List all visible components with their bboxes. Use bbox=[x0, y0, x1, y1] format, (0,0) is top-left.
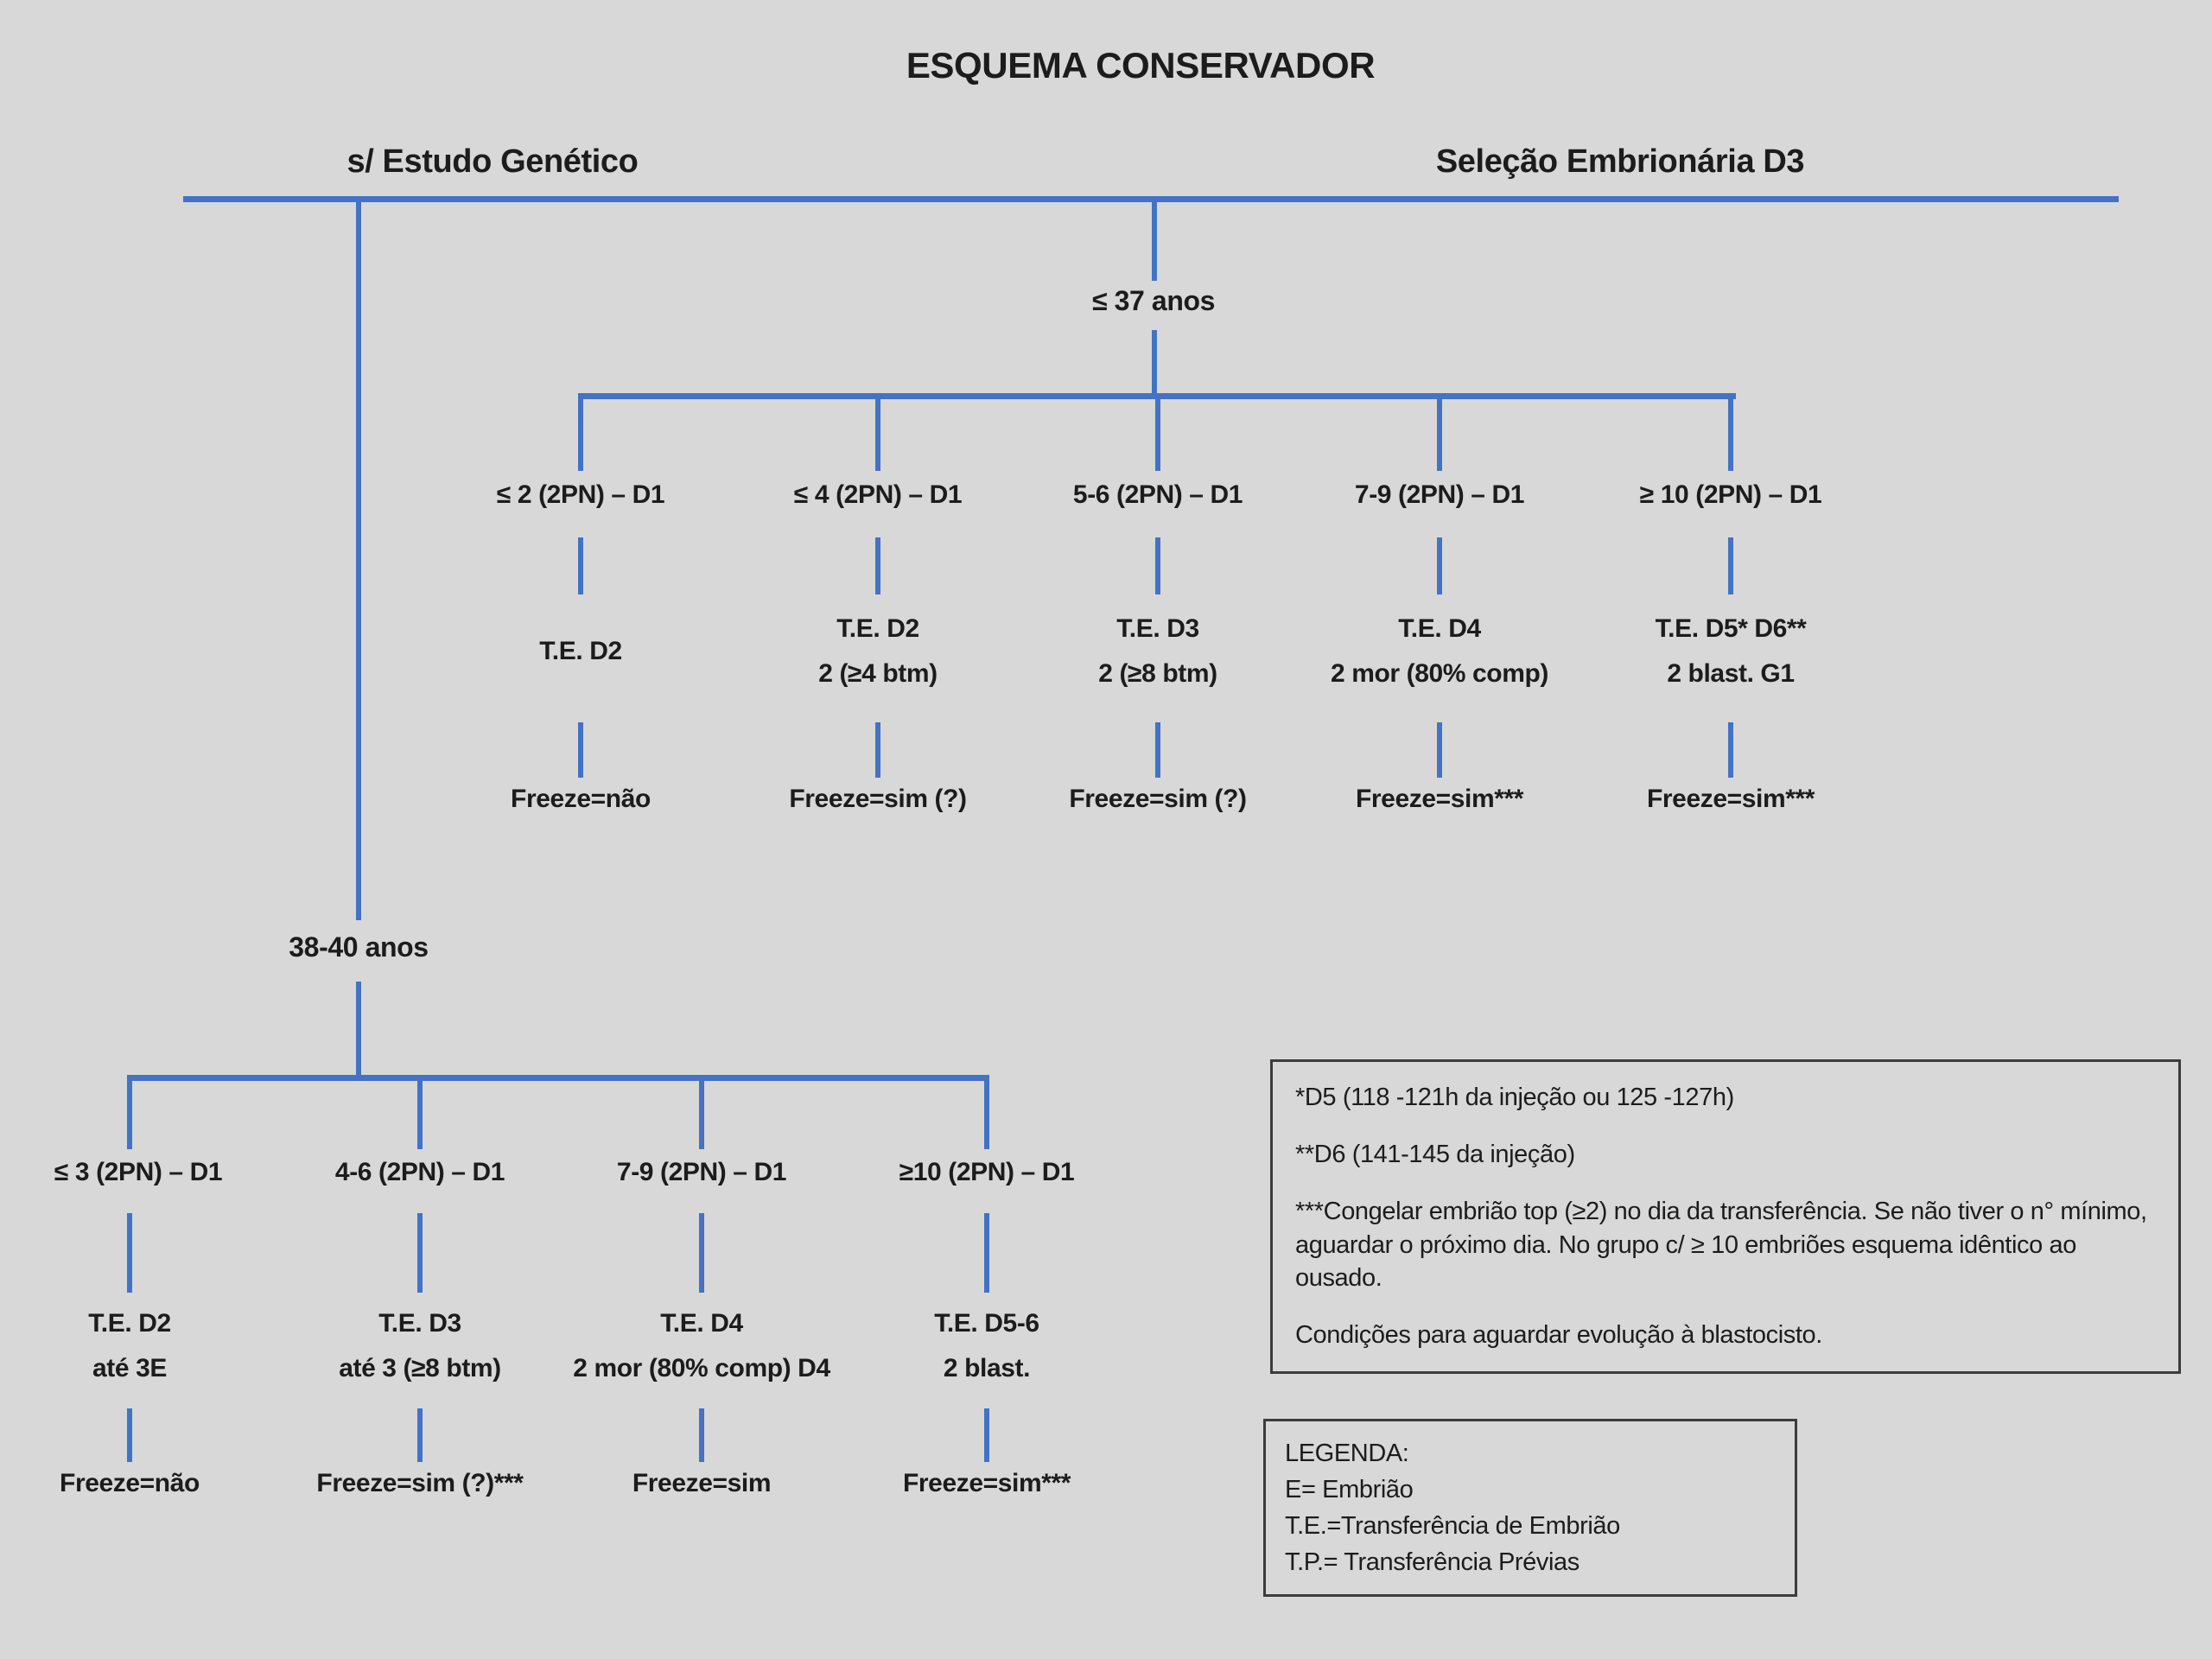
te-line1: T.E. D2 bbox=[539, 637, 622, 665]
te-line1: T.E. D3 bbox=[378, 1309, 461, 1338]
te-line2: 2 blast. G1 bbox=[1667, 659, 1795, 688]
freeze-label: Freeze=sim (?) bbox=[789, 785, 967, 813]
tree-line bbox=[875, 537, 880, 594]
te-node: T.E. D2 bbox=[382, 603, 779, 700]
freeze-label: Freeze=sim bbox=[632, 1469, 772, 1497]
tree-line bbox=[1728, 393, 1733, 471]
branch-label: 7-9 (2PN) – D1 bbox=[1354, 480, 1525, 509]
branch-label: ≥10 (2PN) – D1 bbox=[899, 1158, 1075, 1186]
left-branch-stem-lower bbox=[356, 982, 361, 1078]
mid-branch-stem bbox=[1152, 196, 1157, 281]
tree-line bbox=[1728, 722, 1733, 778]
tree-line bbox=[578, 722, 583, 778]
te-line2: até 3E bbox=[92, 1354, 167, 1382]
tree-line bbox=[1155, 537, 1160, 594]
tree-line bbox=[1155, 393, 1160, 471]
tree-line bbox=[417, 1213, 423, 1293]
te-node: T.E. D3 até 3 (≥8 btm) bbox=[221, 1298, 619, 1395]
te-line1: T.E. D2 bbox=[88, 1309, 171, 1338]
branch-label: ≤ 4 (2PN) – D1 bbox=[793, 480, 963, 509]
te-line2: 2 mor (80% comp) bbox=[1331, 659, 1548, 688]
te-line2: 2 (≥8 btm) bbox=[1098, 659, 1217, 688]
branch-label: ≤ 3 (2PN) – D1 bbox=[54, 1158, 223, 1186]
tree-line bbox=[417, 1408, 423, 1462]
tree-line bbox=[984, 1075, 989, 1149]
te-line1: T.E. D4 bbox=[1398, 614, 1481, 643]
branch-label: ≥ 10 (2PN) – D1 bbox=[1639, 480, 1822, 509]
tree-line bbox=[984, 1408, 989, 1462]
te-node: T.E. D2 2 (≥4 btm) bbox=[679, 603, 1077, 700]
note-freeze-rule: ***Congelar embrião top (≥2) no dia da t… bbox=[1295, 1197, 2147, 1293]
te-node: T.E. D5-6 2 blast. bbox=[788, 1298, 1185, 1395]
tree-line bbox=[578, 393, 583, 471]
te-line2: até 3 (≥8 btm) bbox=[339, 1354, 501, 1382]
freeze-label: Freeze=sim (?) bbox=[1069, 785, 1247, 813]
note-d5: *D5 (118 -121h da injeção ou 125 -127h) bbox=[1295, 1084, 1734, 1111]
te-line2: 2 blast. bbox=[943, 1354, 1031, 1382]
te-line1: T.E. D4 bbox=[660, 1309, 743, 1338]
note-d6: **D6 (141-145 da injeção) bbox=[1295, 1140, 1575, 1168]
tree-line bbox=[699, 1408, 704, 1462]
tree-line bbox=[875, 722, 880, 778]
tree-line bbox=[1437, 722, 1442, 778]
mid-branch-stem-lower bbox=[1152, 330, 1157, 397]
tree-line bbox=[699, 1075, 704, 1149]
te-line2: 2 mor (80% comp) D4 bbox=[573, 1354, 830, 1382]
tree-line bbox=[984, 1213, 989, 1293]
legend-item-tp: T.P.= Transferência Prévias bbox=[1285, 1548, 1580, 1577]
te-node: T.E. D5* D6** 2 blast. G1 bbox=[1532, 603, 1929, 700]
tree-line bbox=[578, 537, 583, 594]
lower-connector-line bbox=[127, 1075, 989, 1081]
freeze-label: Freeze=sim*** bbox=[1355, 785, 1524, 813]
age-label-under-37: ≤ 37 anos bbox=[1091, 285, 1216, 316]
te-line1: T.E. D5* D6** bbox=[1655, 614, 1807, 643]
freeze-label: Freeze=sim*** bbox=[902, 1469, 1071, 1497]
branch-label: 5-6 (2PN) – D1 bbox=[1072, 480, 1243, 509]
te-line1: T.E. D3 bbox=[1116, 614, 1199, 643]
tree-line bbox=[1437, 537, 1442, 594]
header-left-branch: s/ Estudo Genético bbox=[346, 143, 639, 180]
te-node: T.E. D3 2 (≥8 btm) bbox=[959, 603, 1357, 700]
legend-box: LEGENDA: E= Embrião T.E.=Transferência d… bbox=[1263, 1419, 1797, 1598]
tree-line bbox=[127, 1408, 132, 1462]
branch-label: 4-6 (2PN) – D1 bbox=[334, 1158, 505, 1186]
freeze-label: Freeze=não bbox=[511, 785, 651, 813]
branch-label: ≤ 2 (2PN) – D1 bbox=[496, 480, 665, 509]
note-conditions: Condições para aguardar evolução à blast… bbox=[1295, 1321, 1822, 1350]
tree-line bbox=[1728, 537, 1733, 594]
notes-box: *D5 (118 -121h da injeção ou 125 -127h) … bbox=[1270, 1059, 2181, 1375]
tree-line bbox=[699, 1213, 704, 1293]
freeze-label: Freeze=sim (?)*** bbox=[316, 1469, 524, 1497]
te-node: T.E. D2 até 3E bbox=[0, 1298, 328, 1395]
legend-item-te: T.E.=Transferência de Embrião bbox=[1285, 1512, 1620, 1541]
tree-line bbox=[417, 1075, 423, 1149]
legend-item-e: E= Embrião bbox=[1285, 1476, 1414, 1504]
left-branch-stem bbox=[356, 196, 361, 920]
page-title: ESQUEMA CONSERVADOR bbox=[906, 45, 1376, 86]
freeze-label: Freeze=não bbox=[60, 1469, 200, 1497]
te-line2: 2 (≥4 btm) bbox=[818, 659, 938, 688]
tree-line bbox=[127, 1213, 132, 1293]
te-node: T.E. D4 2 mor (80% comp) bbox=[1241, 603, 1638, 700]
tree-line bbox=[127, 1075, 132, 1149]
tree-line bbox=[1155, 722, 1160, 778]
main-horizontal-line bbox=[183, 196, 2119, 202]
te-node: T.E. D4 2 mor (80% comp) D4 bbox=[503, 1298, 900, 1395]
branch-label: 7-9 (2PN) – D1 bbox=[616, 1158, 787, 1186]
tree-line bbox=[1437, 393, 1442, 471]
legend-title: LEGENDA: bbox=[1285, 1440, 1409, 1467]
freeze-label: Freeze=sim*** bbox=[1646, 785, 1815, 813]
tree-line bbox=[875, 393, 880, 471]
te-line1: T.E. D5-6 bbox=[934, 1309, 1039, 1338]
age-label-38-40: 38-40 anos bbox=[289, 931, 429, 963]
te-line1: T.E. D2 bbox=[836, 614, 919, 643]
header-right-branch: Seleção Embrionária D3 bbox=[1435, 143, 1805, 180]
